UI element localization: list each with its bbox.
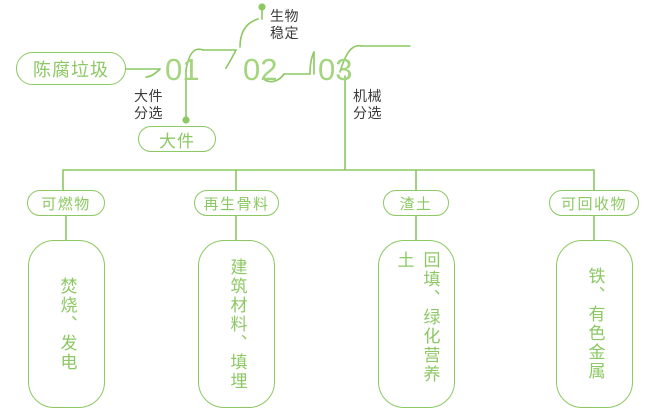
category-node-recycled-aggregate[interactable]: 再生骨料 [194,190,279,216]
destination-box-incineration-power[interactable]: 焚烧、发电 [28,240,105,408]
stage-number-03: 03 [318,52,353,87]
process-label-bulky-sorting: 大件 分选 [134,88,163,121]
process-label-mechanical-sorting: 机械 分选 [353,88,382,121]
output-node-bulky[interactable]: 大件 [138,126,216,152]
category-node-recyclables[interactable]: 可回收物 [549,190,639,216]
arc-over-01 [185,48,204,71]
stage-number-01: 01 [165,52,200,87]
arc-under-01 [145,68,161,78]
branch-dot-01 [182,116,190,124]
destination-box-backfill-greening-soil[interactable]: 回填、绿化营养土 [378,240,455,408]
arc-out-02 [264,73,285,83]
stage-number-02: 02 [243,52,278,87]
process-label-bio-stabilization: 生物 稳定 [270,8,299,41]
destination-box-building-material-landfill[interactable]: 建筑材料、填埋 [198,240,275,408]
arc-into-02 [225,49,237,69]
category-node-slag-soil[interactable]: 渣土 [383,190,449,216]
arc-over-03 [339,44,363,73]
branch-dot-02 [258,3,266,11]
destination-box-iron-nonferrous-metal[interactable]: 铁、有色金属 [556,240,633,408]
source-node-aged-waste[interactable]: 陈腐垃圾 [16,52,126,85]
arc-02-riser [239,18,259,48]
category-node-combustibles[interactable]: 可燃物 [27,190,105,216]
